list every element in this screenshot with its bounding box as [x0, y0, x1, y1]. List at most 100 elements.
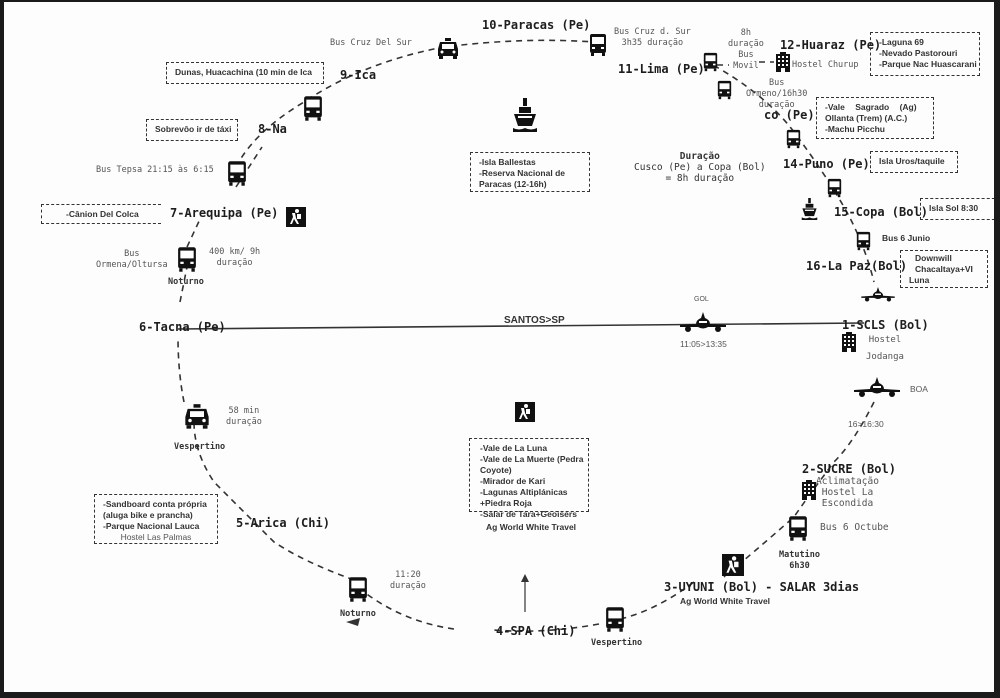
airplane-icon: [680, 312, 726, 334]
bus-icon: [348, 576, 368, 603]
box-item: -Mirador de Kari: [480, 476, 546, 486]
box-paracas-activities: -Isla Ballestas -Reserva Nacional de Par…: [470, 152, 590, 192]
note-noturno-arequipa: Noturno: [168, 277, 204, 287]
note-line: 8h: [740, 28, 752, 38]
note-huaraz-bus: 8h duração Bus Movil: [728, 28, 764, 72]
note-bus-6-junio: Bus 6 Junio: [882, 233, 931, 243]
santos-sp-flight-line: [177, 322, 865, 330]
note-line: Ormena/Oltursa: [96, 260, 168, 270]
stop-2-sucre: 2-SUCRE (Bol): [802, 462, 896, 476]
note-line: Matutino: [779, 550, 820, 560]
note-bus-ormeno: Bus Ormeno/16h30 duração: [746, 78, 807, 111]
stop-11-lima: 11-Lima (Pe): [618, 62, 705, 76]
box-item: Isla Sol 8:30: [929, 203, 979, 213]
note-hostel-jodanga: Hostel Jodanga: [866, 332, 904, 366]
box-item: -Machu Picchu: [825, 124, 885, 134]
box-item: -Vale de La Luna: [480, 443, 548, 453]
bus-icon: [177, 246, 197, 273]
note-bus-cruz-del-sur: Bus Cruz Del Sur: [330, 38, 412, 48]
note-noturno-arica: Noturno: [340, 609, 376, 619]
note-line: 3h35 duração: [621, 38, 684, 48]
box-copa-activities: Isla Sol 8:30: [920, 198, 994, 220]
note-cusco-copa-duration: Duração Cusco (Pe) a Copa (Bol) = 8h dur…: [634, 151, 766, 184]
note-flight-time: 11:05>13:35: [680, 339, 727, 349]
box-item-hostel: Hostel Las Palmas: [120, 532, 192, 542]
note-line: duração: [728, 39, 764, 49]
note-bus-cruz-d-sur: Bus Cruz d. Sur 3h35 duração: [614, 27, 691, 49]
box-item: Downwill: [915, 253, 952, 263]
note-line: Bus Cruz d. Sur: [614, 27, 691, 37]
note-taxi-duration: 58 min duração: [226, 406, 262, 428]
stop-6-tacna: 6-Tacna (Pe): [139, 320, 226, 334]
stop-13-cusco: co (Pe): [764, 108, 815, 122]
hotel-icon: [802, 480, 816, 500]
bus-icon: [227, 160, 247, 187]
box-lapaz-activities: Downwill Chacaltaya+VI Luna: [900, 250, 988, 288]
box-item: Chacaltaya+VI: [915, 264, 973, 274]
note-line: duração: [226, 417, 262, 427]
hiker-icon: [286, 207, 306, 227]
stop-4-spa: 4-SPA (Chi): [496, 624, 576, 638]
note-matutino: Matutino 6h30: [779, 550, 820, 572]
box-item: -Isla Ballestas: [479, 157, 536, 167]
stop-12-huaraz: 12-Huaraz (Pe): [780, 38, 882, 52]
box-puno-activities: Isla Uros/taquile: [870, 151, 958, 173]
hiker-icon: [515, 402, 535, 422]
box-item: Coyote): [480, 465, 512, 475]
box-item: (aluga bike e prancha): [103, 510, 193, 520]
box-item: Ollanta (Trem) (A.C.): [825, 113, 908, 123]
box-item: Isla Uros/taquile: [879, 156, 945, 166]
bus-icon: [786, 129, 801, 149]
stop-15-copa: 15-Copa (Bol): [834, 205, 928, 219]
note-line: 6h30: [789, 561, 810, 571]
note-line: duração: [390, 581, 426, 591]
note-flight-airline: GOL: [694, 296, 709, 303]
stop-8-nazca: 8-Na: [258, 122, 287, 136]
note-line: Cusco (Pe) a Copa (Bol): [634, 162, 766, 173]
bus-icon: [589, 33, 607, 57]
box-uyuni-activities: -Vale de La Luna -Vale de La Muerte (Ped…: [469, 438, 589, 519]
box-item: -Laguna 69: [879, 37, 924, 47]
box-item: -Lagunas Altiplánicas: [480, 487, 568, 497]
note-line: Jodanga: [866, 352, 904, 362]
note-line: Hostel La: [821, 487, 874, 498]
direction-arrow: [346, 618, 360, 626]
note-line: duração: [758, 100, 795, 110]
airplane-icon: [854, 377, 900, 399]
box-item: -Sandboard conta própria: [103, 499, 207, 509]
box-item: +Piedra Roja: [480, 498, 532, 508]
note-line: Escondida: [821, 498, 874, 509]
bus-icon: [717, 80, 732, 100]
ship-icon: [512, 98, 538, 132]
note-santos-sp: SANTOS>SP: [504, 315, 565, 326]
box-item: -Parque Nac Huascarani: [879, 59, 977, 69]
box-item: -Cânion Del Colca: [66, 209, 139, 219]
note-line: duração: [216, 258, 253, 268]
note-line: 400 km/ 9h: [209, 247, 261, 257]
route-arc-left: [177, 216, 202, 403]
note-line: = 8h duração: [665, 173, 735, 184]
hiker-icon: [722, 554, 744, 576]
note-line: Movil: [733, 61, 759, 71]
note-uyuni-agency: Ag World White Travel: [680, 596, 771, 606]
box-item: Paracas (12-16h): [479, 179, 547, 189]
box-nazca-activities: Sobrevôo ir de táxi: [146, 119, 238, 141]
bus-icon: [788, 515, 808, 542]
stop-16-la-paz: 16-La Paz(Bol): [806, 259, 908, 273]
ship-icon: [801, 198, 818, 220]
bus-icon: [605, 606, 625, 633]
note-boa: BOA: [910, 384, 928, 394]
note-sucre-hostel: Aclimatação Hostel La Escondida: [816, 476, 879, 509]
note-line: Aclimatação: [816, 476, 879, 487]
box-item: -Salar de Tara+Geoisers: [480, 509, 577, 519]
route-arc-left-bottom: [193, 421, 355, 581]
box-arequipa-activities: -Cânion Del Colca: [41, 204, 161, 224]
box-cusco-activities: -Vale Sagrado (Ag) Ollanta (Trem) (A.C.)…: [816, 97, 934, 139]
north-arrow-head: [521, 574, 529, 582]
box-item: Dunas, Huacachina (10 min de Ica: [175, 67, 312, 77]
hotel-icon: [776, 52, 790, 72]
note-line: Bus: [124, 249, 140, 259]
note-arequipa-distance: 400 km/ 9h duração: [209, 247, 260, 269]
note-vespertino-spa: Vespertino: [591, 638, 643, 648]
airplane-icon: [861, 287, 895, 303]
